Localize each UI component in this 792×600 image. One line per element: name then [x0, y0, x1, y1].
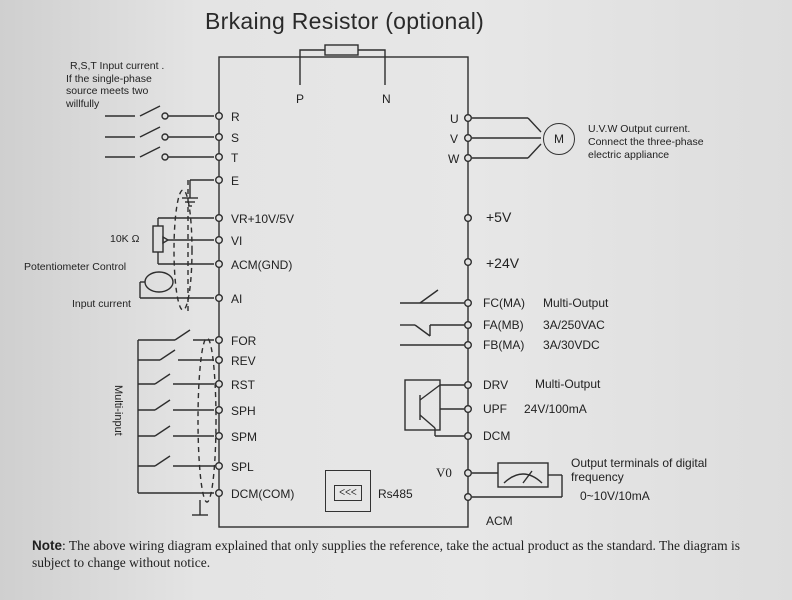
potentiometer	[139, 217, 214, 299]
terminal-ai: AI	[231, 292, 243, 306]
frequency-meter	[472, 462, 563, 498]
uvw-note-line3: electric appliance	[588, 149, 670, 161]
motor-wiring	[472, 117, 542, 159]
shield-digital	[197, 337, 217, 503]
fa-rating: 3A/250VAC	[543, 318, 605, 332]
plus5v-label: +5V	[486, 209, 512, 225]
rst-note-line1: R,S,T Input current .	[70, 60, 165, 72]
multi-input-switches	[137, 329, 214, 516]
digital-output-line1: Output terminals of digital	[571, 456, 708, 470]
terminal-dcm: DCM	[483, 429, 511, 443]
inverter-frame	[218, 56, 469, 528]
terminal-fc: FC(MA)	[483, 296, 525, 310]
plus24v-label: +24V	[486, 255, 520, 271]
terminal-acm-gnd: ACM(GND)	[231, 258, 293, 272]
terminal-t: T	[231, 151, 239, 165]
terminal-fa: FA(MB)	[483, 318, 524, 332]
terminal-spm: SPM	[231, 430, 258, 444]
shield-analog	[173, 189, 193, 311]
terminal-e: E	[231, 174, 240, 188]
terminal-spl: SPL	[231, 460, 254, 474]
uvw-note-line2: Connect the three-phase	[588, 136, 704, 148]
uvw-note-line1: U.V.W Output current.	[588, 123, 691, 135]
terminal-vi: VI	[231, 234, 243, 248]
fb-rating: 3A/30VDC	[543, 338, 600, 352]
terminal-for: FOR	[231, 334, 257, 348]
oc-output-label: Multi-Output	[535, 377, 601, 391]
terminal-fb: FB(MA)	[483, 338, 525, 352]
footnote-text: : The above wiring diagram explained tha…	[32, 538, 741, 570]
terminal-rst: RST	[231, 378, 255, 392]
digital-output-line3: 0~10V/10mA	[580, 489, 650, 503]
terminal-dcm-com: DCM(COM)	[231, 487, 295, 501]
footnote: Note: The above wiring diagram explained…	[32, 538, 772, 572]
pot-control-label: Potentiometer Control	[24, 261, 127, 273]
pot-value-label: 10K Ω	[110, 233, 140, 245]
rs485-label: Rs485	[378, 487, 413, 501]
terminal-w: W	[448, 152, 460, 166]
rs485-port-icon: ᐸᐸᐸ	[334, 485, 362, 501]
terminal-v0: V0	[436, 465, 452, 480]
terminal-sph: SPH	[231, 404, 256, 418]
ground-symbol	[182, 179, 214, 207]
rs485-port: ᐸᐸᐸ	[325, 470, 371, 512]
braking-resistor	[324, 44, 359, 56]
left-terminal-dots	[214, 111, 223, 498]
terminal-s: S	[231, 131, 240, 145]
digital-output-line2: frequency	[571, 470, 624, 484]
relay-output-label: Multi-Output	[543, 296, 609, 310]
terminal-u: U	[450, 112, 459, 126]
terminal-p: P	[296, 92, 305, 106]
terminal-rev: REV	[231, 354, 256, 368]
open-collector-output	[404, 379, 464, 437]
right-terminal-dots	[464, 113, 473, 502]
terminal-v: V	[450, 132, 459, 146]
input-current-label: Input current	[72, 298, 131, 310]
rst-note-line3: source meets two	[66, 85, 149, 97]
relay-output	[400, 289, 464, 346]
rst-note-line2: If the single-phase	[66, 73, 152, 85]
footnote-label: Note	[32, 538, 62, 553]
terminal-drv: DRV	[483, 378, 509, 392]
terminal-vr: VR+10V/5V	[231, 212, 295, 226]
rst-input-switches	[105, 105, 214, 161]
upf-rating: 24V/100mA	[524, 402, 587, 416]
terminal-n: N	[382, 92, 391, 106]
rst-note-line4: willfully	[66, 98, 100, 110]
terminal-acm: ACM	[486, 514, 513, 528]
motor-symbol: M	[543, 123, 575, 155]
terminal-upf: UPF	[483, 402, 507, 416]
terminal-r: R	[231, 110, 240, 124]
multi-input-label: Multi-input	[112, 385, 124, 436]
diagram-title: Brkaing Resistor (optional)	[205, 8, 485, 34]
